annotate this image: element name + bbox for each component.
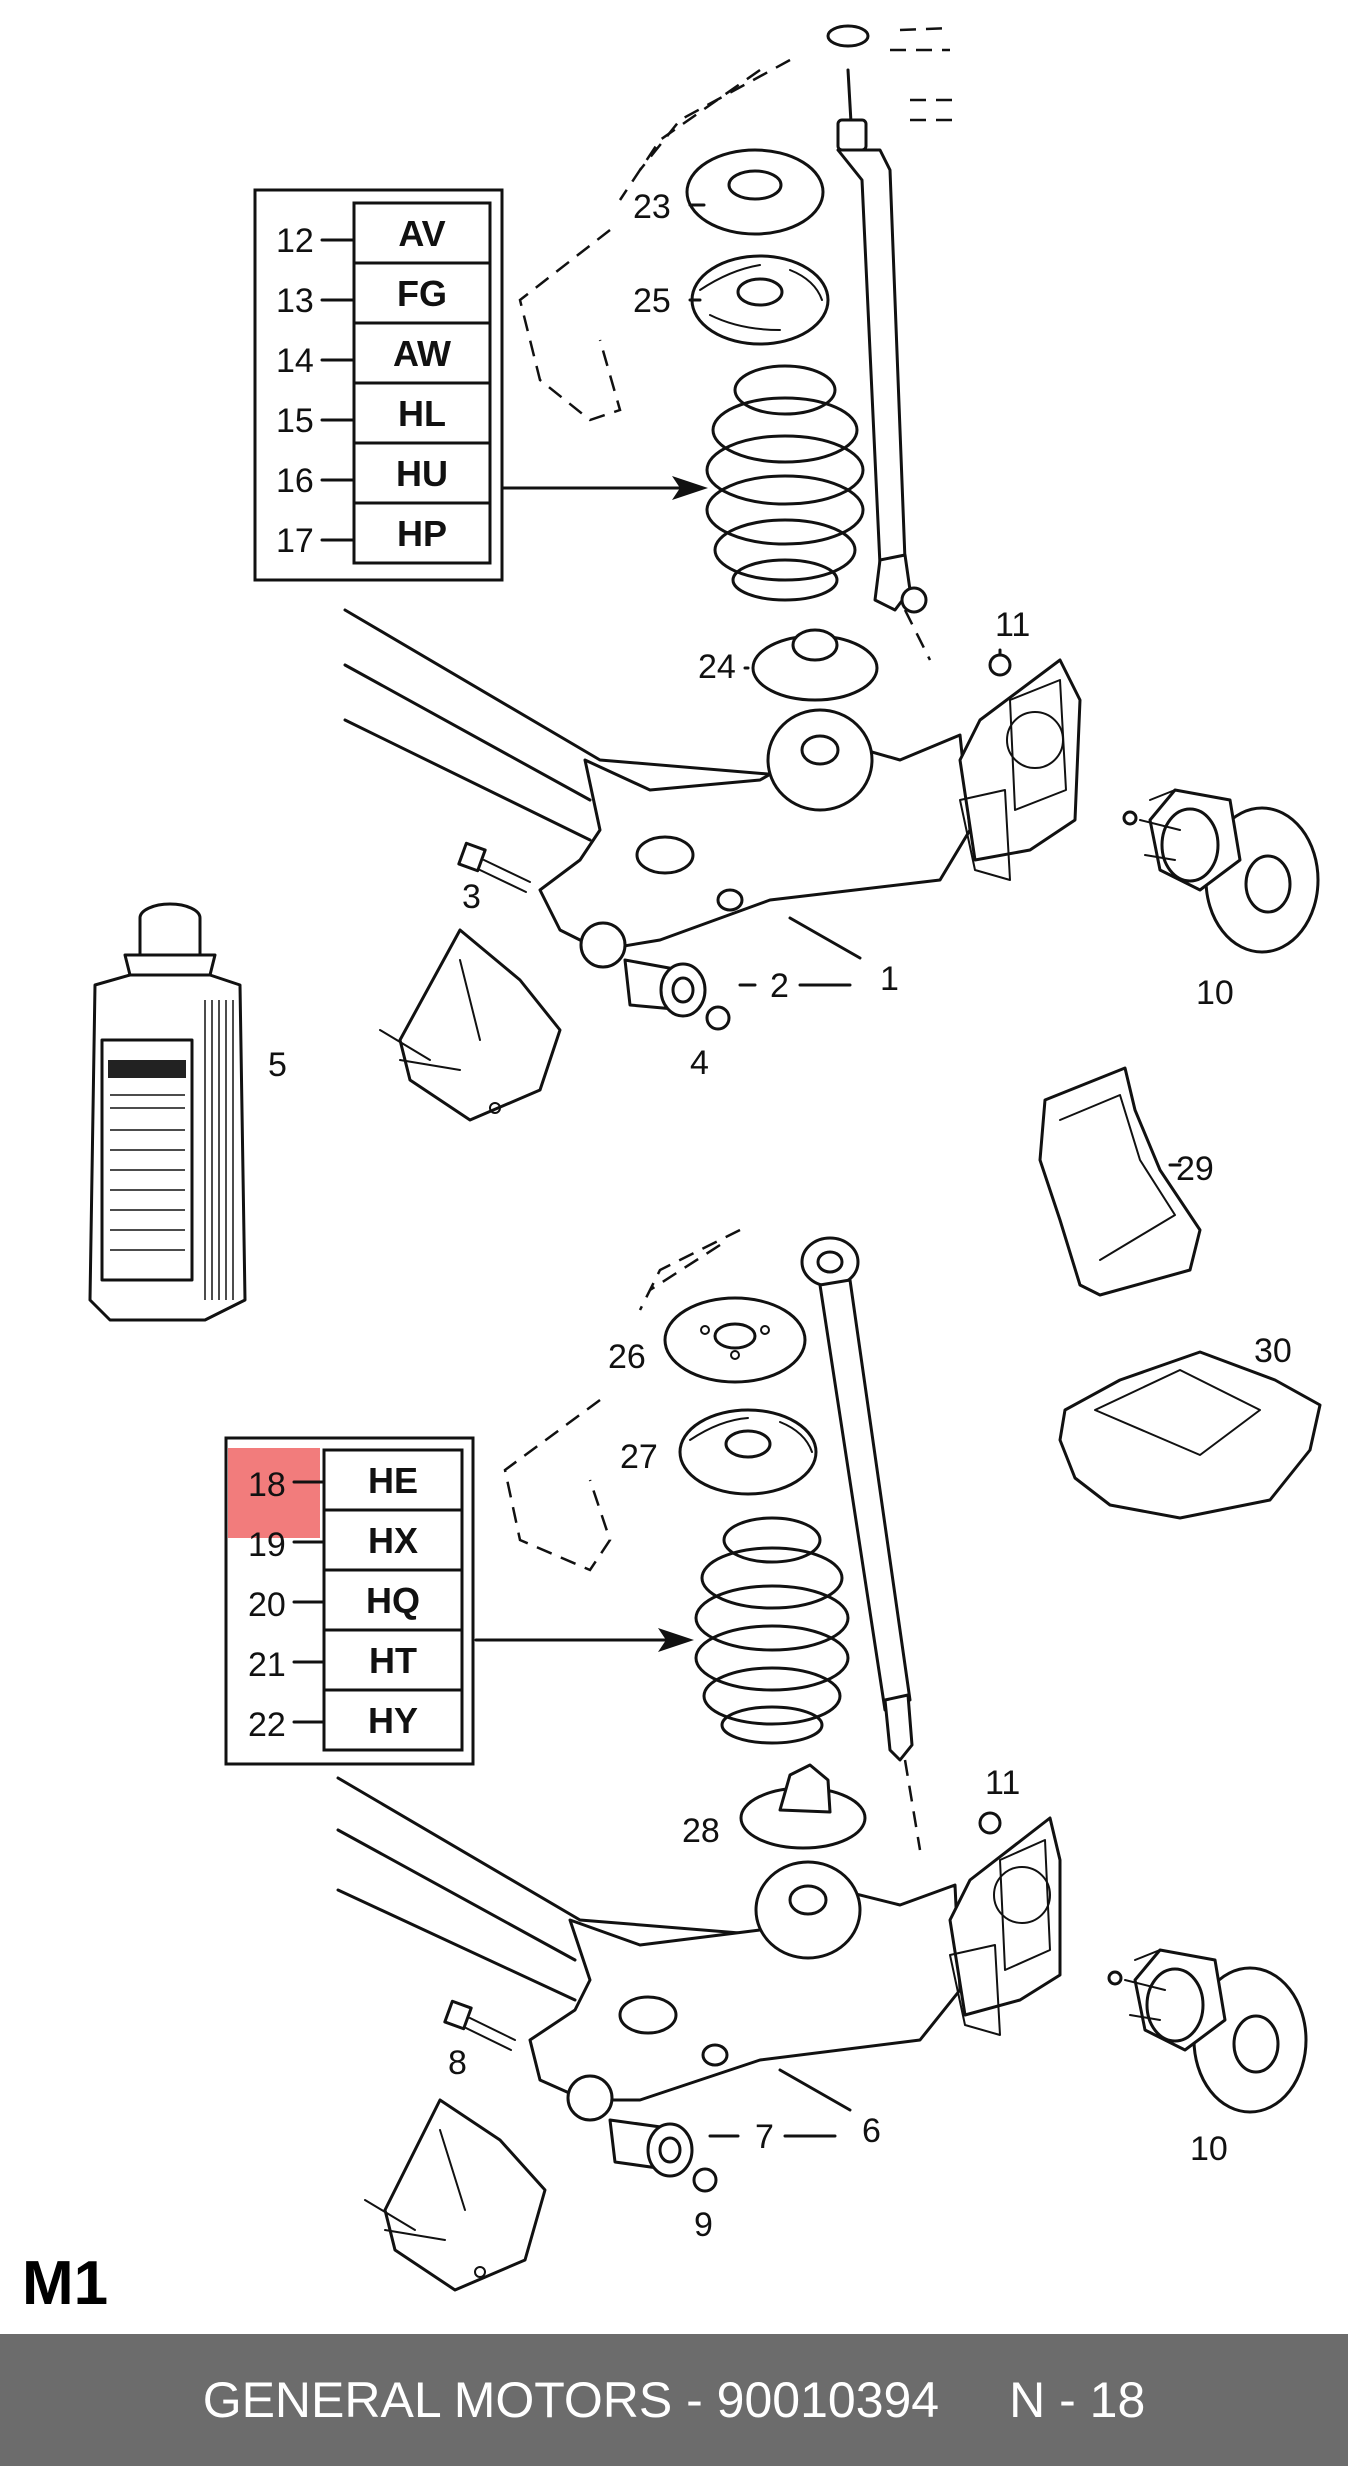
callout-4: 4 <box>690 1044 709 1082</box>
bottom-axle-beam <box>336 1776 1062 2122</box>
callout-10-top: 10 <box>1196 974 1234 1012</box>
row-num-16: 16 <box>276 462 314 500</box>
row-num-21: 21 <box>248 1646 286 1684</box>
row-num-14: 14 <box>276 342 314 380</box>
top-part-10-hub <box>1122 788 1320 954</box>
row-code-hp: HP <box>397 513 447 554</box>
bottom-table-arrow <box>474 1628 694 1652</box>
callout-25: 25 <box>633 282 671 320</box>
part-28-bump-stop <box>739 1763 867 1850</box>
callout-9: 9 <box>694 2206 713 2244</box>
part-8-bolt <box>443 1999 516 2051</box>
bottom-body-outline <box>503 1228 741 1572</box>
row-num-22: 22 <box>248 1706 286 1744</box>
part-24-bump-stop <box>751 628 879 702</box>
part-29-shield <box>1038 1066 1202 1297</box>
bottom-assembly: 26 27 28 11 8 7 6 9 10 30 <box>224 1228 1322 2292</box>
footer-page: N - 18 <box>1009 2372 1146 2428</box>
row-num-15: 15 <box>276 402 314 440</box>
callout-24: 24 <box>698 648 736 686</box>
callout-1: 1 <box>880 960 899 998</box>
row-code-hu: HU <box>396 453 448 494</box>
bottom-lower-bracket <box>364 2098 547 2292</box>
callout-28: 28 <box>682 1812 720 1850</box>
row-code-hx: HX <box>368 1520 418 1561</box>
part-25-spring-seat <box>690 254 830 346</box>
callout-23: 23 <box>633 188 671 226</box>
callout-11: 11 <box>995 606 1030 644</box>
callout-10-bottom: 10 <box>1190 2130 1228 2168</box>
bottom-coil-spring <box>694 1516 850 1745</box>
row-num-12: 12 <box>276 222 314 260</box>
row-code-fg: FG <box>397 273 447 314</box>
diagram-canvas: 23 25 24 11 3 2 1 4 5 10 29 <box>88 24 1322 2292</box>
callout-3: 3 <box>462 878 481 916</box>
part-27-spring-seat <box>678 1408 818 1496</box>
row-num-17: 17 <box>276 522 314 560</box>
top-code-table: 12 13 14 15 16 17 AV FG AW HL HU HP <box>253 188 504 582</box>
top-callouts: 23 25 24 11 3 2 1 4 5 10 29 <box>268 188 1234 1188</box>
highlight-row-18 <box>228 1448 320 1538</box>
row-num-13: 13 <box>276 282 314 320</box>
top-coil-spring <box>705 364 865 602</box>
top-body-outline <box>518 26 955 422</box>
bottom-shock-absorber <box>800 1236 922 1851</box>
callout-11-bottom: 11 <box>985 1764 1020 1802</box>
row-code-hq: HQ <box>366 1580 420 1621</box>
top-assembly: 23 25 24 11 3 2 1 4 5 10 29 <box>88 24 1320 1322</box>
row-num-20: 20 <box>248 1586 286 1624</box>
bottom-code-table: 18 19 20 21 22 HE HX HQ HT HY <box>224 1436 475 1766</box>
callout-6: 6 <box>862 2112 881 2150</box>
callout-29: 29 <box>1176 1150 1214 1188</box>
callout-27: 27 <box>620 1438 658 1476</box>
part-5-fluid-bottle <box>88 902 247 1322</box>
top-shock-absorber <box>826 24 932 661</box>
callout-8: 8 <box>448 2044 467 2082</box>
bottom-part-10-hub <box>1107 1948 1308 2114</box>
part-4-nut <box>705 1005 731 1031</box>
callout-26: 26 <box>608 1338 646 1376</box>
part-3-bolt <box>457 841 531 893</box>
row-code-av: AV <box>398 213 445 254</box>
footer-bar: GENERAL MOTORS - 90010394 N - 18 <box>0 2334 1348 2466</box>
footer-brand: GENERAL MOTORS - 90010394 <box>202 2372 940 2428</box>
part-30-cover <box>1058 1350 1322 1520</box>
part-26-washer <box>663 1296 807 1384</box>
callout-7: 7 <box>755 2118 774 2156</box>
row-code-hy: HY <box>368 1700 418 1741</box>
callout-5: 5 <box>268 1046 287 1084</box>
part-2-bushing <box>623 958 707 1018</box>
row-code-ht: HT <box>369 1640 417 1681</box>
top-axle-beam <box>343 608 1082 969</box>
top-leader-lines <box>688 203 1182 1167</box>
row-code-he: HE <box>368 1460 418 1501</box>
top-lower-bracket <box>379 928 562 1122</box>
bottom-leader-lines <box>708 2068 852 2138</box>
row-num-19: 19 <box>248 1526 286 1564</box>
callout-2: 2 <box>770 967 789 1005</box>
part-9-nut <box>692 2167 718 2193</box>
callout-30: 30 <box>1254 1332 1292 1370</box>
row-code-hl: HL <box>398 393 446 434</box>
row-num-18: 18 <box>248 1466 286 1504</box>
top-table-arrow <box>500 476 708 500</box>
part-7-bushing <box>608 2118 694 2178</box>
bottom-callouts: 26 27 28 11 8 7 6 9 10 30 <box>448 1332 1292 2244</box>
part-23-washer <box>685 148 825 236</box>
row-code-aw: AW <box>393 333 451 374</box>
corner-label: M1 <box>22 2249 109 2318</box>
